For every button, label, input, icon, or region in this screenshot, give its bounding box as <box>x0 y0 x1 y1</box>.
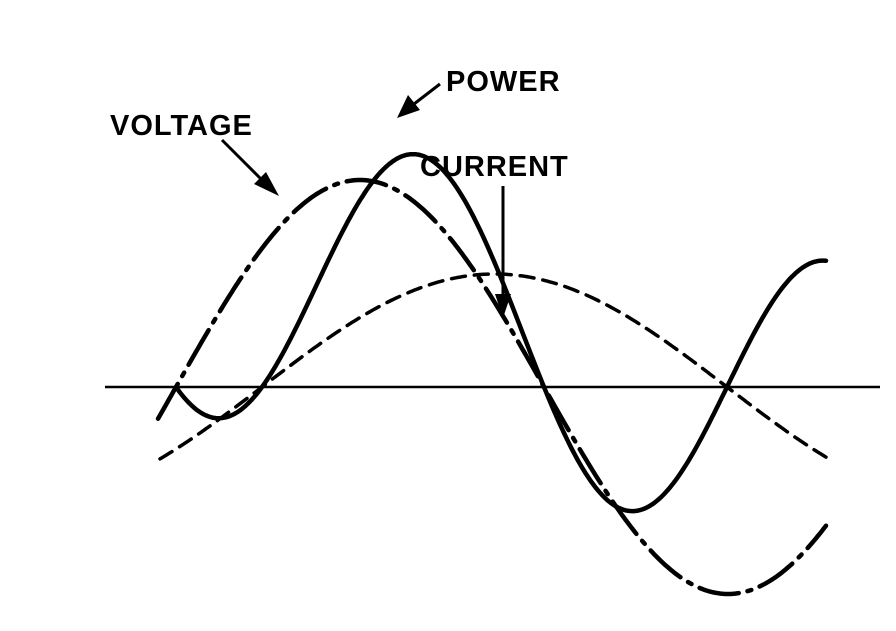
current-waveform <box>158 272 828 461</box>
current-label: CURRENT <box>420 151 569 183</box>
power-label: POWER <box>446 66 561 98</box>
current-pointer-arrow <box>495 186 511 318</box>
voltage-pointer-arrow <box>220 138 279 196</box>
voltage-waveform <box>155 177 829 597</box>
voltage-label: VOLTAGE <box>110 110 253 142</box>
power-pointer-arrow <box>397 82 441 118</box>
power-waveform <box>173 151 829 514</box>
